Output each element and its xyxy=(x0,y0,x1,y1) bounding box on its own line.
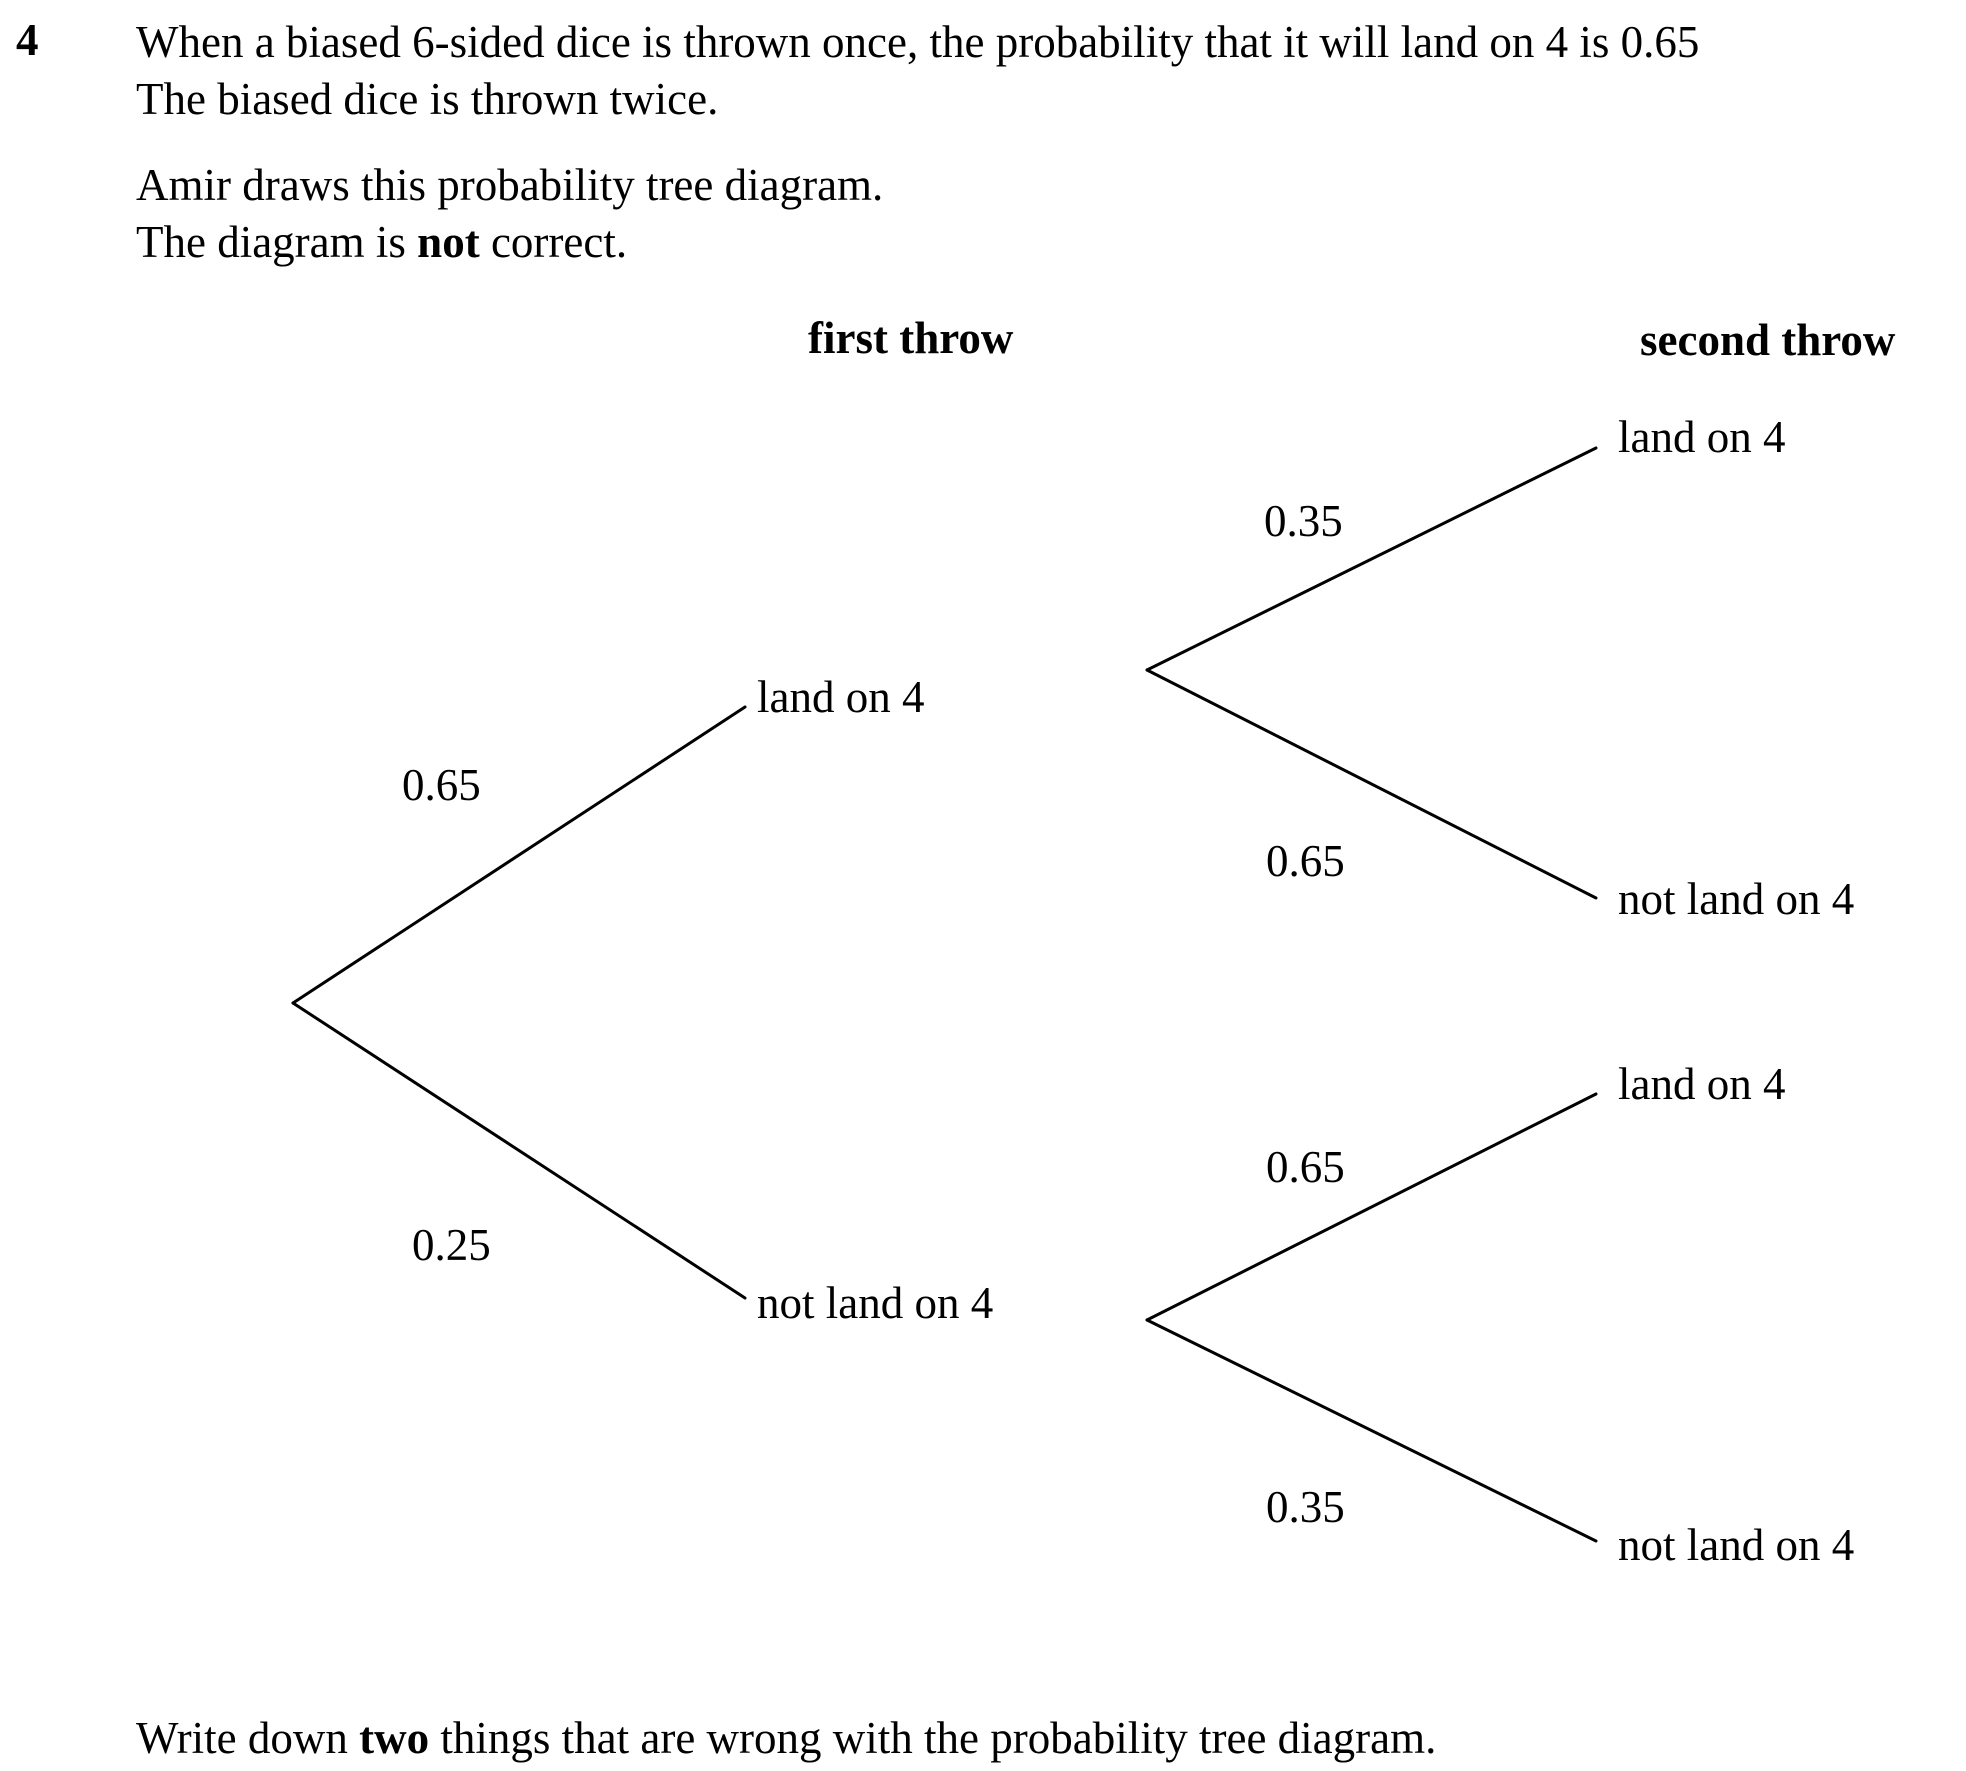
prob-second-land-after-not-land: 0.65 xyxy=(1266,1142,1345,1192)
outcome-second-not-land-after-not-land: not land on 4 xyxy=(1618,1520,1854,1570)
prob-second-land-after-land: 0.35 xyxy=(1264,496,1343,546)
prob-first-not-land: 0.25 xyxy=(412,1220,491,1270)
branch-first-land xyxy=(291,705,747,1005)
line4-emphasis: not xyxy=(417,217,480,267)
instruction-emphasis: two xyxy=(359,1713,430,1763)
header-second-throw: second throw xyxy=(1640,315,1896,365)
outcome-first-land: land on 4 xyxy=(757,672,924,722)
question-text-line-4: The diagram is not correct. xyxy=(136,214,627,270)
outcome-second-not-land-after-land: not land on 4 xyxy=(1618,874,1854,924)
line4-before: The diagram is xyxy=(136,217,418,267)
header-first-throw: first throw xyxy=(808,313,1014,363)
branch-second-land-after-not-land xyxy=(1145,1092,1598,1322)
line4-after: correct. xyxy=(479,217,628,267)
branch-first-not-land xyxy=(291,1001,747,1300)
branch-second-land-after-land xyxy=(1145,446,1598,672)
question-text-line-2: The biased dice is thrown twice. xyxy=(136,74,719,124)
prob-second-not-land-after-not-land: 0.35 xyxy=(1266,1482,1345,1532)
branch-second-not-land-after-land xyxy=(1145,668,1598,900)
question-instruction: Write down two things that are wrong wit… xyxy=(136,1710,1436,1766)
instruction-after: things that are wrong with the probabili… xyxy=(429,1713,1437,1763)
prob-second-not-land-after-land: 0.65 xyxy=(1266,836,1345,886)
outcome-second-land-after-not-land: land on 4 xyxy=(1618,1059,1785,1109)
instruction-before: Write down xyxy=(136,1713,360,1763)
outcome-first-not-land: not land on 4 xyxy=(757,1278,993,1328)
prob-first-land: 0.65 xyxy=(402,760,481,810)
question-text-line-3: Amir draws this probability tree diagram… xyxy=(136,160,884,210)
question-number: 4 xyxy=(16,15,39,65)
question-text-line-1: When a biased 6-sided dice is thrown onc… xyxy=(136,17,1700,67)
outcome-second-land-after-land: land on 4 xyxy=(1618,412,1785,462)
branch-second-not-land-after-not-land xyxy=(1145,1318,1598,1543)
